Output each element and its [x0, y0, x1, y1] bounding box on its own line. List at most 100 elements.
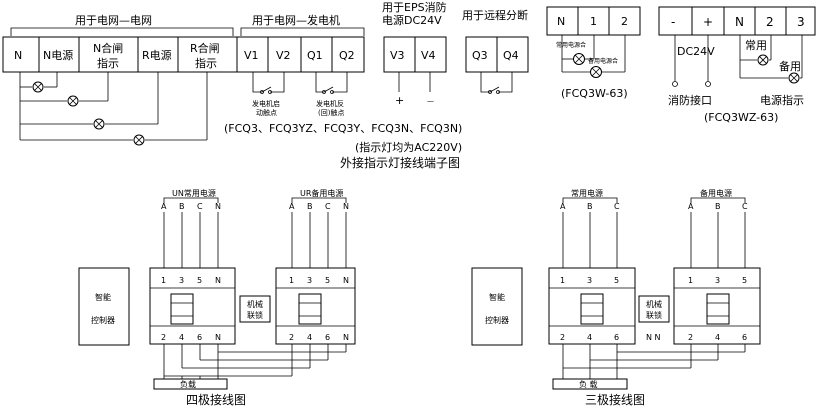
four-pole-interlock-line1: 机械 [247, 299, 263, 309]
lamp-icon [32, 81, 44, 93]
terminal-strip-main [2, 36, 365, 73]
four-pole-left-pin-6: 6 [197, 333, 202, 342]
three-pole-common-label: 常用电源 [571, 188, 603, 198]
three-pole-left-pin-5: 5 [614, 276, 619, 285]
group-grid-grid-label: 用于电网—电网 [75, 14, 152, 27]
three-pole-interlock-line1: 机械 [646, 299, 662, 309]
three-pole-left-pin-1: 1 [560, 276, 565, 285]
four-pole-interlock [239, 295, 271, 323]
fcq3wz-common: 常用 [745, 39, 767, 52]
four-pole-left-pin-4: 4 [179, 333, 184, 342]
four-pole-phase-left-a: A [161, 202, 167, 211]
cell-q1: Q1 [307, 49, 323, 62]
group-grid-gen-label: 用于电网—发电机 [252, 13, 340, 27]
four-pole-un-label: UN常用电源 [172, 188, 216, 198]
fcq3wz-cell-plus: + [703, 15, 713, 29]
four-pole-interlock-line2: 联锁 [247, 310, 263, 320]
bracket-grid-gen [240, 27, 365, 36]
bracket-backup [690, 197, 746, 203]
fcq3wz-cell-n: N [735, 15, 744, 29]
three-pole-left-phase-c: C [614, 202, 620, 211]
four-pole-left-pin-n-bottom: N [215, 333, 221, 342]
three-pole-caption: 三极接线图 [585, 392, 645, 407]
cell-v1: V1 [244, 49, 259, 62]
eps-plus: + [395, 94, 404, 107]
cell-q4: Q4 [503, 49, 519, 62]
three-pole-load [552, 378, 628, 390]
gen-start-label-1: 发电机启 [252, 99, 280, 108]
bracket-un [163, 197, 219, 203]
three-pole-incoming-lines [562, 212, 746, 268]
remote-trip-contact [480, 72, 513, 94]
three-pole-switch-left [548, 267, 636, 345]
fcq3wz-model: (FCQ3WZ-63) [704, 111, 778, 124]
three-pole-left-pin-4: 4 [587, 333, 592, 342]
four-pole-left-pin-1: 1 [161, 276, 166, 285]
four-pole-phase-right-b: B [307, 202, 313, 211]
three-pole-right-pin-1: 1 [688, 276, 693, 285]
four-pole-right-pin-4: 4 [307, 333, 312, 342]
four-pole-right-pin-6: 6 [325, 333, 330, 342]
lamp-icon [93, 118, 105, 130]
four-pole-controller-line2: 控制器 [91, 315, 115, 325]
fcq3wz-power-indicator: 电源指示 [760, 93, 804, 107]
three-pole-left-pin-2: 2 [560, 333, 565, 342]
lamp-icon [788, 72, 800, 84]
three-pole-nn-label: N N [646, 333, 661, 342]
four-pole-incoming-lines [163, 212, 347, 268]
cell-v4: V4 [421, 49, 436, 62]
four-pole-right-pin-n: N [343, 276, 349, 285]
terminal-strip-eps [383, 36, 447, 92]
four-pole-phase-right-c: C [325, 202, 331, 211]
fcq3w-cell-n: N [557, 15, 565, 28]
four-pole-right-pin-1: 1 [289, 276, 294, 285]
four-pole-caption: 四极接线图 [186, 392, 246, 407]
three-pole-right-pin-3: 3 [715, 276, 720, 285]
three-pole-interlock-line2: 联锁 [646, 310, 662, 320]
group-remote-label: 用于远程分断 [462, 8, 528, 22]
gen-start-contact [252, 72, 285, 94]
three-pole-right-pin-2: 2 [688, 333, 693, 342]
cell-r-power: R电源 [142, 48, 172, 62]
four-pole-switch-right [275, 267, 356, 345]
four-pole-left-pin-n: N [215, 276, 221, 285]
four-pole-load-label: 负载 [180, 379, 196, 389]
four-pole-left-pin-2: 2 [161, 333, 166, 342]
three-pole-right-phase-b: B [715, 202, 721, 211]
gen-feedback-label-1: 发电机反 [316, 99, 344, 108]
cell-n: N [14, 49, 22, 62]
four-pole-phase-right-a: A [289, 202, 295, 211]
three-pole-output-bus [562, 344, 746, 379]
three-pole-switch-right [673, 267, 761, 345]
three-pole-right-phase-a: A [688, 202, 694, 211]
three-pole-right-phase-c: C [742, 202, 748, 211]
gen-feedback-label-2: (回)触点 [318, 108, 344, 117]
fcq3wz-cell-2: 2 [766, 15, 774, 29]
fcq3wz-cell-minus: - [671, 15, 675, 29]
three-pole-interlock [638, 295, 670, 323]
fcq3wz-cell-3: 3 [797, 15, 805, 29]
fcq3w-model: (FCQ3W-63) [561, 87, 628, 100]
cell-v2: V2 [276, 49, 291, 62]
cell-v3: V3 [390, 49, 405, 62]
cell-n-power: N电源 [43, 48, 73, 62]
gen-start-label-2: 动触点 [256, 108, 277, 117]
terminal-strip-fcq3w [546, 6, 641, 36]
terminal-strip-fcq3wz [658, 6, 816, 36]
lamp-voltage-note: (指示灯均为AC220V) [355, 140, 462, 154]
three-pole-right-pin-6: 6 [742, 333, 747, 342]
three-pole-controller-line1: 智能 [489, 292, 505, 302]
terminal-strip-remote [465, 36, 529, 73]
three-pole-backup-label: 备用电源 [700, 188, 732, 198]
four-pole-right-pin-2: 2 [289, 333, 294, 342]
four-pole-left-pin-3: 3 [179, 276, 184, 285]
fcq3wz-wiring [674, 35, 803, 81]
fcq3w-cell-2: 2 [621, 15, 628, 28]
model-list: (FCQ3、FCQ3YZ、FCQ3Y、FCQ3N、FCQ3N) [224, 122, 462, 135]
four-pole-right-pin-5: 5 [325, 276, 330, 285]
three-pole-left-pin-6: 6 [614, 333, 619, 342]
fcq3w-cell-1: 1 [590, 15, 597, 28]
terminal-post-icon [672, 81, 711, 87]
